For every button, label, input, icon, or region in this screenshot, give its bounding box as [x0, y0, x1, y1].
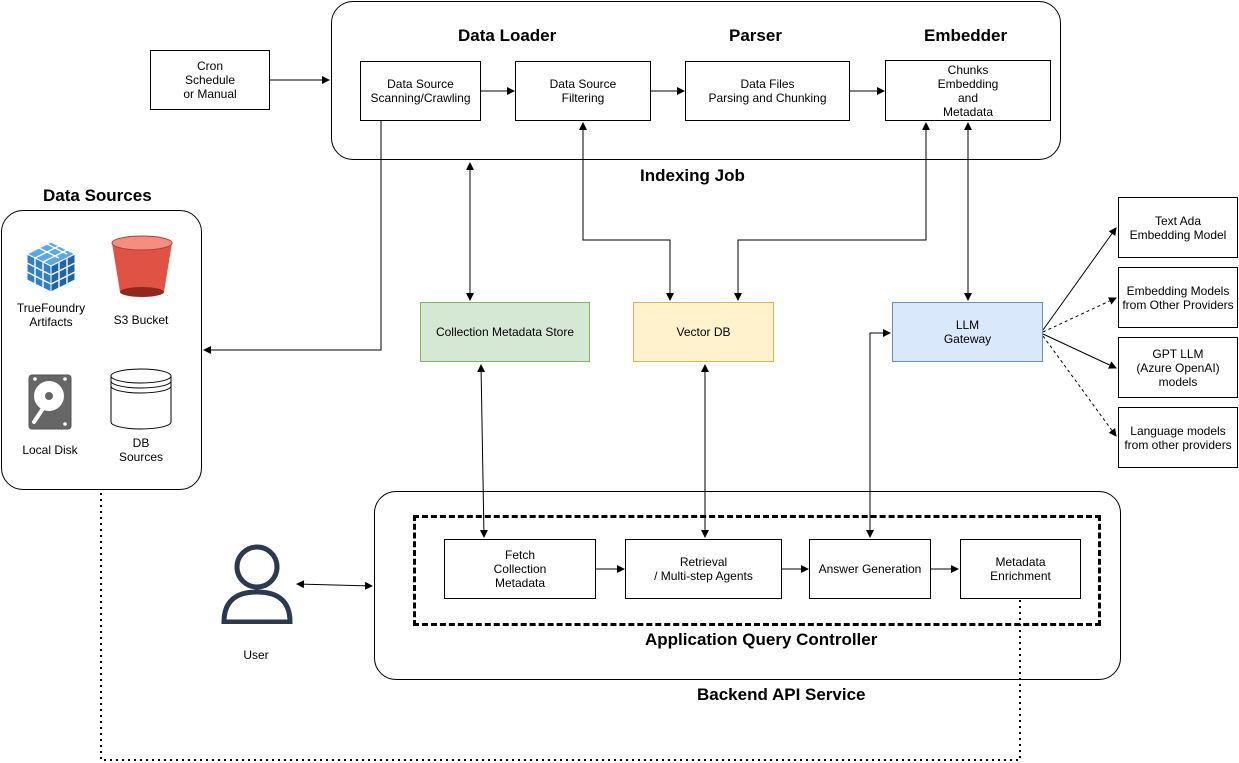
hard-disk-icon: [28, 374, 72, 430]
application-query-controller-group: [413, 515, 1101, 626]
database-icon: [110, 368, 172, 430]
bucket-icon: [111, 235, 173, 297]
collection-metadata-store-box: Collection Metadata Store: [420, 302, 590, 362]
data-source-scanning-box: Data Source Scanning/Crawling: [360, 61, 481, 121]
text-ada-embedding-box: Text Ada Embedding Model: [1118, 197, 1238, 258]
arrow-chunks-to-vectordb: [734, 122, 930, 301]
metadata-enrichment-box: Metadata Enrichment: [960, 539, 1081, 599]
data-files-parsing-box: Data Files Parsing and Chunking: [685, 61, 850, 121]
retrieval-box: Retrieval / Multi-step Agents: [625, 539, 782, 599]
arrow-llm-to-gpt: [1042, 333, 1117, 369]
arrow-llm-to-text-ada: [1042, 227, 1117, 331]
arrow-answer-to-llm-gateway: [866, 329, 891, 538]
arrow-scanning-to-datasources: [203, 121, 382, 354]
backend-api-service-title: Backend API Service: [697, 685, 866, 704]
arrow-filtering-to-vectordb: [579, 122, 674, 301]
truefoundry-artifacts-label: TrueFoundry Artifacts: [16, 301, 86, 329]
language-other-providers-box: Language models from other providers: [1118, 407, 1238, 468]
s3-bucket-label: S3 Bucket: [113, 313, 169, 327]
data-source-filtering-box: Data Source Filtering: [515, 61, 651, 121]
embedder-title: Embedder: [924, 26, 1008, 45]
data-loader-title: Data Loader: [458, 26, 557, 45]
cube-grid-icon: [25, 241, 77, 293]
arrow-user-to-backend: [296, 580, 373, 590]
data-sources-title: Data Sources: [43, 186, 152, 205]
chunks-embedding-box: Chunks Embedding and Metadata: [885, 60, 1051, 121]
dotted-enrichment-to-datasources: [100, 492, 1021, 761]
vector-db-box: Vector DB: [633, 302, 774, 362]
gpt-llm-box: GPT LLM (Azure OpenAI) models: [1118, 337, 1238, 398]
arrow-llm-to-language-other: [1042, 335, 1117, 437]
app-query-controller-title: Application Query Controller: [645, 630, 878, 649]
parser-title: Parser: [729, 26, 782, 45]
fetch-collection-metadata-box: Fetch Collection Metadata: [444, 539, 596, 599]
llm-gateway-box: LLM Gateway: [892, 302, 1043, 362]
arrow-collection-store-to-fetch: [477, 364, 488, 538]
user-label: User: [243, 648, 269, 662]
local-disk-label: Local Disk: [22, 443, 78, 457]
user-icon: [221, 544, 293, 624]
db-sources-label: DB Sources: [118, 436, 164, 464]
embedding-other-providers-box: Embedding Models from Other Providers: [1118, 267, 1238, 328]
arrow-llm-to-embedding-other: [1042, 297, 1117, 333]
cron-schedule-box: Cron Schedule or Manual: [150, 50, 270, 110]
answer-generation-box: Answer Generation: [809, 539, 931, 599]
indexing-job-title: Indexing Job: [640, 166, 745, 185]
